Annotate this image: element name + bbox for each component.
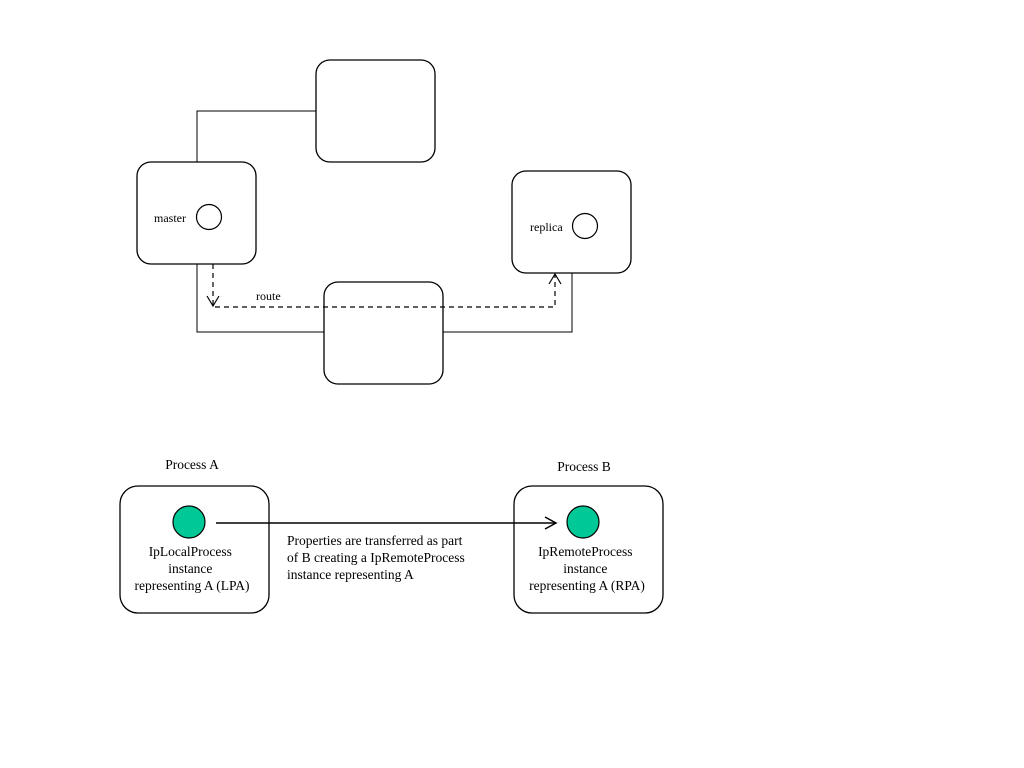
process-b-box[interactable] [513, 485, 664, 614]
lpa-instance-circle[interactable] [172, 505, 206, 539]
lpa-caption-line-2: instance [168, 561, 212, 576]
replica-label: replica [530, 220, 563, 234]
replica-port-circle[interactable] [571, 212, 599, 240]
top-empty-box[interactable] [315, 59, 436, 163]
lpa-caption-line-1: IpLocalProcess [149, 544, 232, 559]
master-port-circle[interactable] [195, 203, 223, 231]
replica-box[interactable] [511, 170, 632, 274]
route-label: route [256, 289, 281, 303]
master-to-top-box-wire [196, 110, 316, 163]
process-b-title: Process B [557, 459, 611, 474]
route-arrowhead-down [206, 295, 220, 308]
lpa-caption-line-3: representing A (LPA) [135, 578, 250, 593]
transfer-description-line-3: instance representing A [287, 567, 414, 582]
middle-empty-box[interactable] [323, 281, 444, 385]
route-path [212, 264, 556, 308]
lpa-caption: IpLocalProcess instance representing A (… [135, 544, 250, 593]
master-label: master [154, 211, 186, 225]
master-box[interactable] [136, 161, 257, 265]
transfer-description-line-1: Properties are transferred as part [287, 533, 463, 548]
transfer-arrowhead [544, 516, 558, 530]
process-a-title: Process A [165, 457, 219, 472]
transfer-description-line-2: of B creating a IpRemoteProcess [287, 550, 465, 565]
transfer-description: Properties are transferred as part of B … [287, 533, 468, 582]
process-a-box[interactable] [119, 485, 270, 614]
rpa-caption-line-1: IpRemoteProcess [538, 544, 632, 559]
top-diagram: master replica route [136, 59, 632, 385]
rpa-instance-circle[interactable] [566, 505, 600, 539]
rpa-caption: IpRemoteProcess instance representing A … [529, 544, 645, 593]
rpa-caption-line-3: representing A (RPA) [529, 578, 645, 593]
route-arrowhead-up [548, 272, 562, 285]
rpa-caption-line-2: instance [563, 561, 607, 576]
bottom-diagram: Process A Process B IpLocalProcess insta… [119, 457, 664, 614]
